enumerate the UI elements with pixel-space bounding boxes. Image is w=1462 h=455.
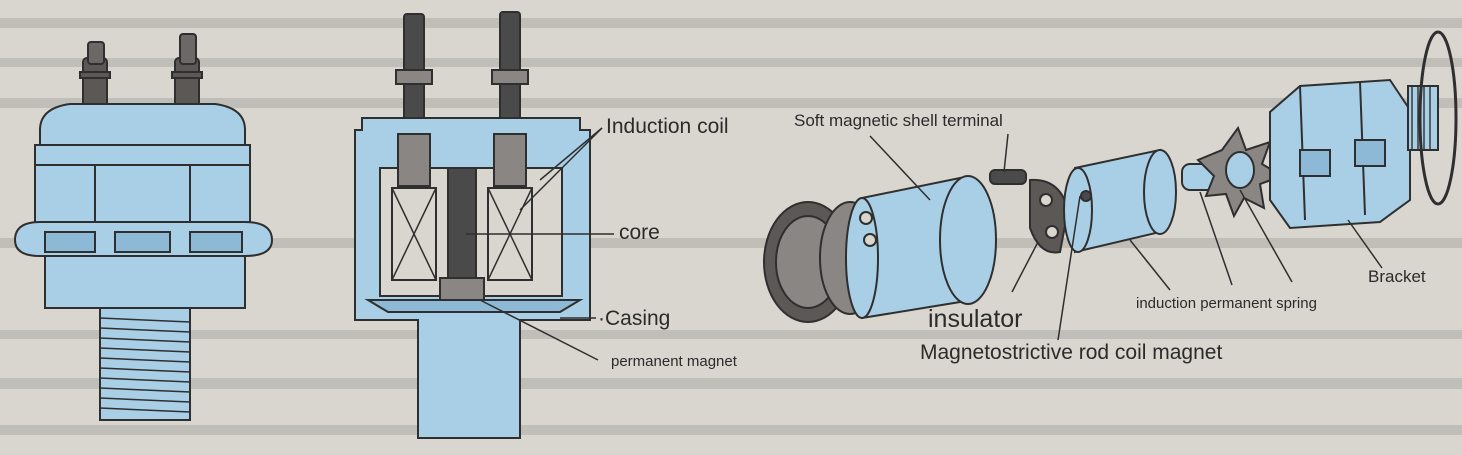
soft-magnetic-shell-terminal-label: Soft magnetic shell terminal xyxy=(794,111,1003,130)
induction-coil-label: Induction coil xyxy=(606,115,729,138)
exploded-view-drawing xyxy=(763,30,1458,323)
sensor-cross-section-drawing xyxy=(354,11,591,439)
sensor-exterior-drawing xyxy=(13,33,274,421)
background-texture xyxy=(0,18,1462,435)
magnetostrictive-rod-coil-magnet-label: Magnetostrictive rod coil magnet xyxy=(920,341,1223,364)
bracket-label: Bracket xyxy=(1368,267,1426,286)
leader-lines xyxy=(466,127,1383,361)
permanent-magnet-label: permanent magnet xyxy=(611,353,737,370)
core-label: core xyxy=(619,221,660,244)
casing-label: ·Casing xyxy=(598,307,671,330)
insulator-label: insulator xyxy=(928,305,1023,333)
induction-permanent-spring-label: induction permanent spring xyxy=(1136,295,1317,312)
